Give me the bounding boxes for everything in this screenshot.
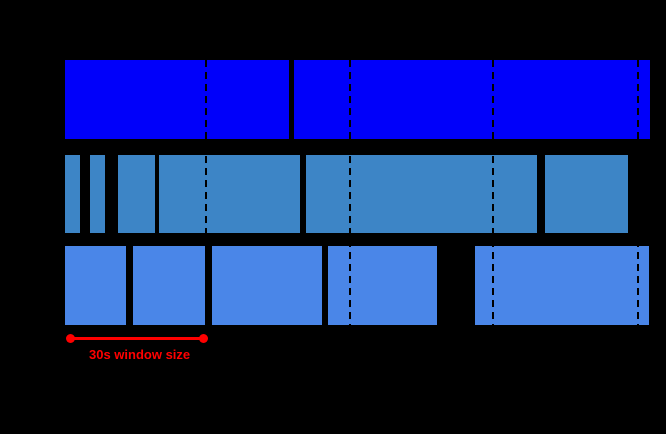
track-3-segment xyxy=(65,246,126,325)
track-2-segment xyxy=(159,155,300,233)
track-2-segment xyxy=(545,155,628,233)
window-size-arrow-line xyxy=(70,337,203,340)
track-3-segment xyxy=(133,246,205,325)
track-2-segment xyxy=(306,155,537,233)
track-2-segment xyxy=(118,155,155,233)
track-1-segment xyxy=(294,60,650,139)
track-1-segment xyxy=(65,60,289,139)
track-3-segment xyxy=(475,246,649,325)
window-size-arrow-left-dot xyxy=(66,334,75,343)
track-2-segment xyxy=(90,155,105,233)
track-3-segment xyxy=(212,246,322,325)
track-2-segment xyxy=(65,155,80,233)
window-size-label: 30s window size xyxy=(89,347,191,362)
window-size-arrow-right-dot xyxy=(199,334,208,343)
track-3-segment xyxy=(328,246,437,325)
